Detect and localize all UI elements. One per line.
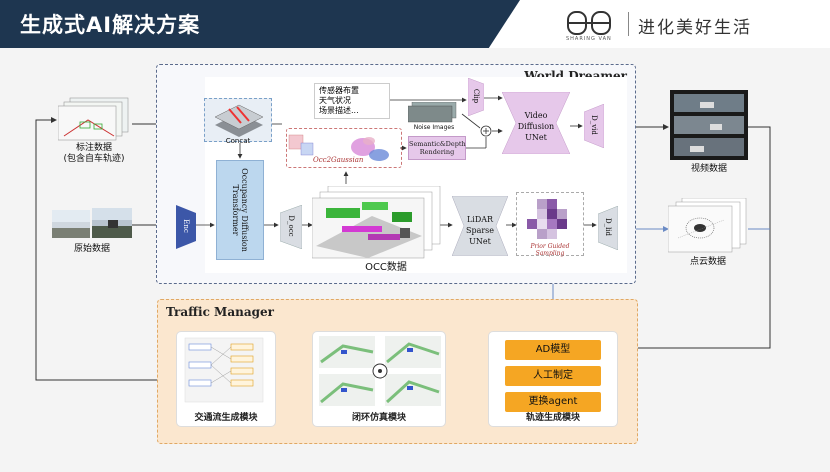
condition-text-box: 传感器布置 天气状况 场景描述... — [314, 83, 390, 119]
d-vid-block — [584, 104, 604, 148]
enc-block — [176, 205, 196, 249]
page-title: 生成式AI解决方案 — [20, 13, 201, 37]
brand-logo-icon — [567, 11, 611, 35]
condition-line-2: 天气状况 — [319, 96, 351, 105]
video-output-image — [670, 90, 748, 160]
header-title-bar — [0, 0, 520, 48]
brand-divider — [628, 12, 629, 36]
raw-data-images — [52, 206, 132, 242]
noise-images-block — [407, 101, 460, 124]
concat-block — [204, 98, 272, 142]
concat-label: Concat — [225, 137, 251, 145]
video-unet-label: Video Diffusion UNet — [517, 111, 555, 142]
noise-images-icon — [407, 101, 457, 123]
occupancy-transformer-block: Occupancy Diffusion Transformer — [216, 160, 264, 260]
option-replace-agent: 更换agent — [505, 392, 601, 412]
occ-data-label: OCC数据 — [365, 262, 407, 273]
header: 生成式AI解决方案 SHARING VAN 进化美好生活 — [0, 0, 830, 48]
annotated-data-image — [57, 96, 132, 142]
occ-voxel-scene — [311, 185, 442, 260]
condition-line-3: 场景描述... — [319, 106, 359, 115]
prior-sampling-block: Prior Guided Sampling — [516, 192, 584, 257]
video-data-label: 视频数据 — [690, 164, 727, 174]
closed-loop-module: 闭环仿真模块 — [312, 331, 446, 427]
concat-cube-icon — [214, 104, 264, 137]
plus-icon — [480, 125, 492, 137]
trajectory-module: AD模型 人工制定 更换agent 轨迹生成模块 — [488, 331, 618, 427]
traffic-manager-title: Traffic Manager — [166, 305, 274, 319]
option-ad-model: AD模型 — [505, 340, 601, 360]
annotated-label-line2: (包含自车轨迹) — [63, 154, 125, 164]
noise-images-label: Noise Images — [413, 124, 455, 131]
pointcloud-output-image — [667, 197, 748, 254]
semantic-depth-label: Semantic&Depth Rendering — [409, 140, 466, 156]
raw-data-label: 原始数据 — [73, 244, 110, 254]
condition-line-1: 传感器布置 — [319, 86, 359, 95]
lidar-unet-block — [452, 196, 508, 256]
d-vid-label: D_vid — [590, 115, 598, 135]
traffic-flow-module-label: 交通流生成模块 — [194, 413, 258, 423]
video-unet-block — [502, 92, 570, 154]
occ-voxel-icon — [311, 185, 441, 259]
occ2gaussian-block: Occ2Gaussian — [286, 128, 402, 168]
prior-voxel-icon — [527, 199, 567, 239]
raw-images-icon — [52, 208, 132, 238]
gaussian-blobs-icon — [288, 134, 389, 161]
pointcloud-data-label: 点云数据 — [689, 257, 726, 267]
annotated-label-line1: 标注数据 — [75, 143, 112, 153]
closed-loop-maps-icon — [319, 336, 441, 406]
trajectory-module-label: 轨迹生成模块 — [525, 413, 580, 423]
traffic-flow-module: 交通流生成模块 — [176, 331, 276, 427]
d-occ-block — [280, 205, 302, 249]
pointcloud-icon — [667, 197, 747, 253]
d-lid-label: D_lid — [604, 217, 612, 237]
option-manual: 人工制定 — [505, 366, 601, 386]
d-lid-block — [598, 206, 618, 250]
occ2gaussian-label: Occ2Gaussian — [313, 156, 364, 164]
annotated-stack-icon — [57, 97, 129, 141]
video-filmstrip-icon — [670, 90, 748, 160]
arrow-traffic-loop — [35, 117, 176, 381]
brand-slogan: 进化美好生活 — [638, 18, 752, 38]
closed-loop-module-label: 闭环仿真模块 — [351, 413, 406, 423]
lidar-unet-label: LiDAR Sparse UNet — [465, 215, 495, 246]
arrow-video-to-trajectory — [605, 126, 771, 351]
prior-sampling-label: Prior Guided Sampling — [530, 243, 570, 257]
traffic-flow-graph-icon — [184, 337, 264, 403]
annotated-data-label: 标注数据 (包含自车轨迹) — [42, 143, 146, 165]
brand-subtitle: SHARING VAN — [566, 36, 612, 42]
semantic-depth-block: Semantic&Depth Rendering — [408, 136, 466, 160]
clip-block — [468, 78, 484, 116]
